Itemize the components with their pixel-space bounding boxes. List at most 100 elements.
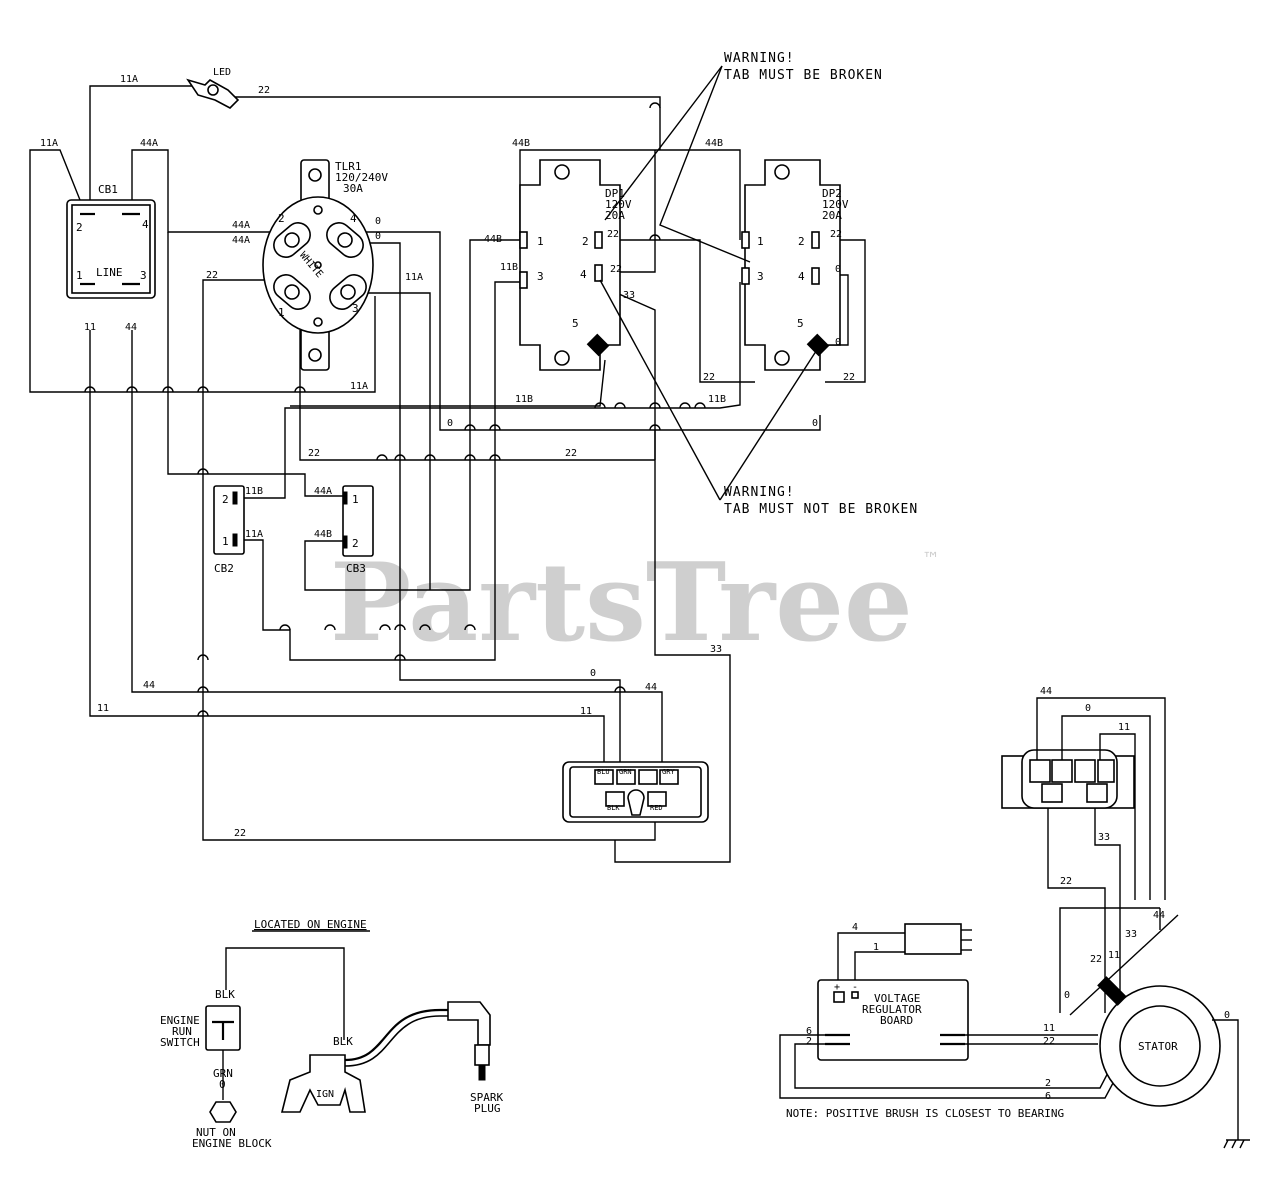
wire-label: 22 (1043, 1036, 1055, 1047)
dp2-voltage: 120V (822, 198, 849, 211)
watermark: PartsTree ™ (330, 540, 940, 666)
nut-label-1: NUT ON (196, 1126, 236, 1139)
cb3-label: CB3 (346, 562, 366, 575)
pin-label: 1 (222, 535, 229, 548)
warning-title: WARNING! (724, 51, 795, 66)
bus-labels: 11B 11B 0 0 22 22 (308, 394, 818, 459)
pin-label: 2 (222, 493, 229, 506)
wire-label: 22 (610, 264, 622, 275)
located-on-engine-label: LOCATED ON ENGINE (254, 918, 367, 931)
pin-label: 2 (352, 537, 359, 550)
grn-label: GRN (213, 1067, 233, 1080)
wire-label: 4 (852, 922, 858, 933)
led: LED 11A 22 (120, 67, 270, 109)
engine-run-switch-3: SWITCH (160, 1036, 200, 1049)
wire-label: 11 (84, 322, 96, 333)
nut-label-2: ENGINE BLOCK (192, 1137, 272, 1150)
pin-label: 1 (757, 235, 764, 248)
wire-harness-connector: BLU GRN GRY BLK RED 33 0 44 44 11 11 22 (97, 644, 722, 839)
spark-plug-1: SPARK (470, 1091, 503, 1104)
wire-label: 22 (1060, 876, 1072, 887)
wire-label: 44 (125, 322, 137, 333)
wire-label: 44A (232, 235, 250, 246)
crossover-hops (84, 102, 706, 717)
pin-label: 2 (278, 212, 285, 225)
conn-grn: GRN (619, 768, 632, 776)
wire-label: 11 (97, 703, 109, 714)
wire-label: 44B (484, 234, 502, 245)
pin-label: 2 (76, 221, 83, 234)
conn-red: RED (650, 804, 663, 812)
led-label: LED (213, 67, 231, 78)
pin-label: 1 (278, 306, 285, 319)
vr-plus: + (834, 982, 840, 993)
duplex-receptacle-dp2: DP2 120V 20A 1 2 3 4 5 22 0 0 22 22 (703, 159, 855, 383)
cb2-label: CB2 (214, 562, 234, 575)
wire-label: 22 (234, 828, 246, 839)
warning-tab-must-be-broken: WARNING! TAB MUST BE BROKEN (604, 51, 882, 263)
pin-label: 2 (798, 235, 805, 248)
duplex-receptacle-dp1: DP1 120V 20A 1 2 3 4 5 44B 44B 44B 11B 2… (484, 138, 723, 371)
dp2-amps: 20A (822, 209, 842, 222)
tlr1-amps: 30A (343, 182, 363, 195)
spark-plug-2: PLUG (474, 1102, 501, 1115)
pin-label: 4 (142, 218, 149, 231)
wire-label: 33 (623, 290, 635, 301)
wire-label: 0 (835, 337, 841, 348)
warning-text: TAB MUST NOT BE BROKEN (724, 502, 918, 517)
wire-label: 1 (873, 942, 879, 953)
pin-label: 2 (582, 235, 589, 248)
wire-label: 11A (245, 529, 263, 540)
vr-minus: - (852, 982, 858, 993)
pin-label: 4 (798, 270, 805, 283)
wire-label: 11A (40, 138, 58, 149)
wire-label: 44 (645, 682, 657, 693)
watermark-text: PartsTree (330, 540, 913, 666)
wire-label: 11B (708, 394, 726, 405)
wire-label: 33 (1125, 929, 1137, 940)
engine-section: LOCATED ON ENGINE BLK ENGINE RUN SWITCH … (160, 918, 503, 1150)
wire-label: 22 (206, 270, 218, 281)
dp1-name: DP1 (605, 187, 625, 200)
wire-label: 44 (1153, 910, 1165, 921)
wire-label: 11A (120, 74, 138, 85)
wire-label: 0 (375, 216, 381, 227)
wire-label: 0 (812, 418, 818, 429)
pin-label: 4 (580, 268, 587, 281)
wire-label: 44B (314, 529, 332, 540)
tlr1-name: TLR1 (335, 160, 362, 173)
conn-gry: GRY (662, 768, 675, 776)
wire-label: 33 (710, 644, 722, 655)
pin-label: 3 (140, 269, 147, 282)
circuit-breaker-cb1: CB1 2 4 1 3 LINE 11A 44A 11 44 (40, 138, 158, 333)
circuit-breaker-cb2: 2 1 CB2 11B 11A (213, 485, 263, 575)
wire-label: 44 (1040, 686, 1052, 697)
wire-label: 44A (232, 220, 250, 231)
wire-label: 22 (830, 229, 842, 240)
grn-num: 0 (219, 1078, 226, 1091)
pin-label: 5 (797, 317, 804, 330)
wire-label: 33 (1098, 832, 1110, 843)
conn-blk: BLK (607, 804, 620, 812)
wire-label: 22 (565, 448, 577, 459)
ign-label: IGN (316, 1089, 334, 1100)
wire-label: 11B (515, 394, 533, 405)
wire-label: 0 (375, 231, 381, 242)
wire-label: 44B (512, 138, 530, 149)
engine-run-switch-1: ENGINE (160, 1014, 200, 1027)
pin-label: 3 (352, 302, 359, 315)
wire-label: 22 (1090, 954, 1102, 965)
watermark-trademark: ™ (922, 549, 940, 570)
wire-label: 11 (1043, 1023, 1055, 1034)
wire-label: 11B (500, 262, 518, 273)
pin-label: 1 (537, 235, 544, 248)
pin-label: 1 (352, 493, 359, 506)
cb1-line-label: LINE (96, 266, 123, 279)
wire-label: 11 (1108, 950, 1120, 961)
stator-label: STATOR (1138, 1040, 1178, 1053)
conn-blu: BLU (597, 768, 610, 776)
wire-label: 0 (1064, 990, 1070, 1001)
warning-tab-must-not-be-broken: WARNING! TAB MUST NOT BE BROKEN (599, 279, 918, 517)
wire-label: 44 (143, 680, 155, 691)
wire-label: 11B (245, 486, 263, 497)
